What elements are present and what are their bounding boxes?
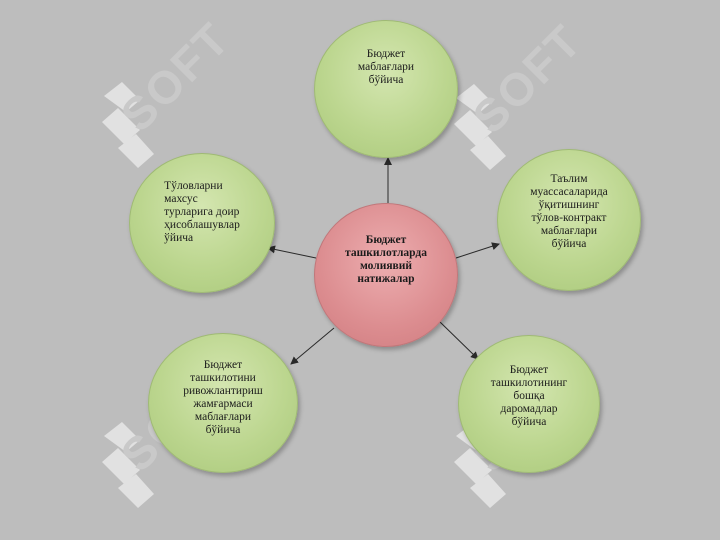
arrow-to-special-payments [267,245,317,259]
node-label: Тўловларни махсус турларига доир ҳисобла… [164,179,240,244]
node-label: Бюджет ташкилотининг бошқа даромадлар бў… [490,363,568,428]
center-label: Бюджет ташкилотларда молиявий натижалар [345,234,427,285]
arrow-to-other-income [439,321,479,360]
node-development-fund: Бюджет ташкилотини ривожлантириш жамғарм… [148,333,298,473]
node-other-income: Бюджет ташкилотининг бошқа даромадлар бў… [458,335,600,473]
node-special-payments: Тўловларни махсус турларига доир ҳисобла… [129,153,275,293]
arrow-to-development-fund [290,327,335,365]
node-budget-funds: Бюджет маблағлари бўйича [314,20,458,158]
node-label: Таълим муассасаларида ўқитишнинг тўлов-к… [530,173,608,250]
node-center-financial-results: Бюджет ташкилотларда молиявий натижалар [314,203,458,347]
node-label: Бюджет маблағлари бўйича [357,47,415,86]
node-label: Бюджет ташкилотини ривожлантириш жамғарм… [183,359,263,436]
arrow-to-tuition-contract [455,242,500,259]
node-tuition-contract: Таълим муассасаларида ўқитишнинг тўлов-к… [497,149,641,291]
